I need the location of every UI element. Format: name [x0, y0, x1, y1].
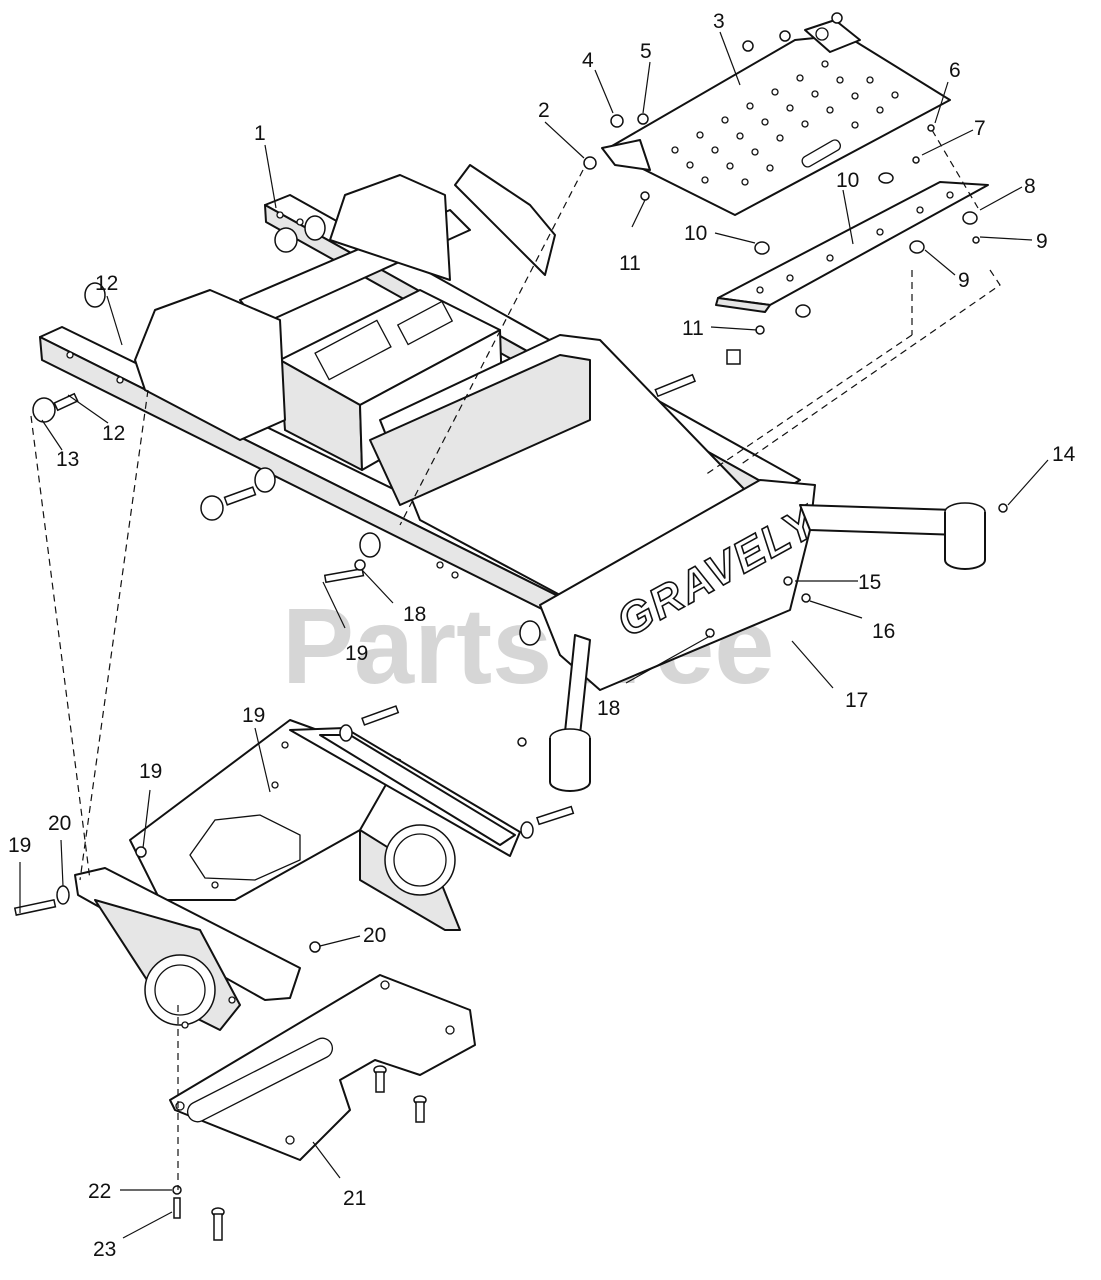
callout-7: 10: [836, 169, 859, 192]
callout-11: 10: [684, 222, 707, 245]
callout-12: 7: [974, 117, 986, 140]
callout-16: 22: [88, 1180, 111, 1203]
callout-leaders: [19, 31, 1049, 1239]
callout-19-bracket: 11: [682, 317, 704, 340]
callout-14: 23: [93, 1238, 116, 1261]
callout-18: 20: [363, 924, 386, 947]
callout-17: 5: [640, 40, 652, 63]
callout-8: 3: [713, 10, 725, 33]
footplate-holes: [671, 60, 899, 186]
callout-15: 19: [345, 642, 368, 665]
callout-23: 9: [1036, 230, 1048, 253]
callout-2: 1: [254, 122, 266, 145]
callout-3: 12: [102, 422, 125, 445]
callout-19-lower: 18: [597, 697, 620, 720]
callout-5: 17: [845, 689, 868, 712]
callout-20: 16: [872, 620, 895, 643]
callout-20-top: 14: [1052, 443, 1076, 466]
frame-hardware: [32, 156, 1008, 638]
callout-19-front: 15: [858, 571, 881, 594]
assembly-lines: [30, 129, 1001, 1190]
callout-11-top: 4: [582, 49, 594, 72]
callout-19-upper: 11: [619, 252, 641, 275]
bottom-pan: [169, 974, 476, 1241]
callout-18-top: 19: [139, 760, 162, 783]
callout-21: 18: [403, 603, 426, 626]
callout-12-top: 6: [949, 59, 961, 82]
deck-mount-frame: [13, 705, 575, 1031]
callout-labels: 1 2 3 4 5 6 7 8 9 9 10 10 11 11 12 12 13…: [8, 10, 1076, 1261]
callout-9-top: 12: [95, 272, 118, 295]
main-frame: GRAVELY: [39, 164, 986, 792]
callout-22: 20: [48, 812, 71, 835]
callout-13: 19: [8, 834, 31, 857]
footplate: [601, 12, 951, 216]
callout-10-top: 8: [1024, 175, 1036, 198]
callout-6: 21: [343, 1187, 366, 1210]
callout-10: 9: [958, 269, 970, 292]
callout-9: 13: [56, 448, 79, 471]
callout-4: 2: [538, 99, 550, 122]
callout-1: 19: [242, 704, 265, 727]
